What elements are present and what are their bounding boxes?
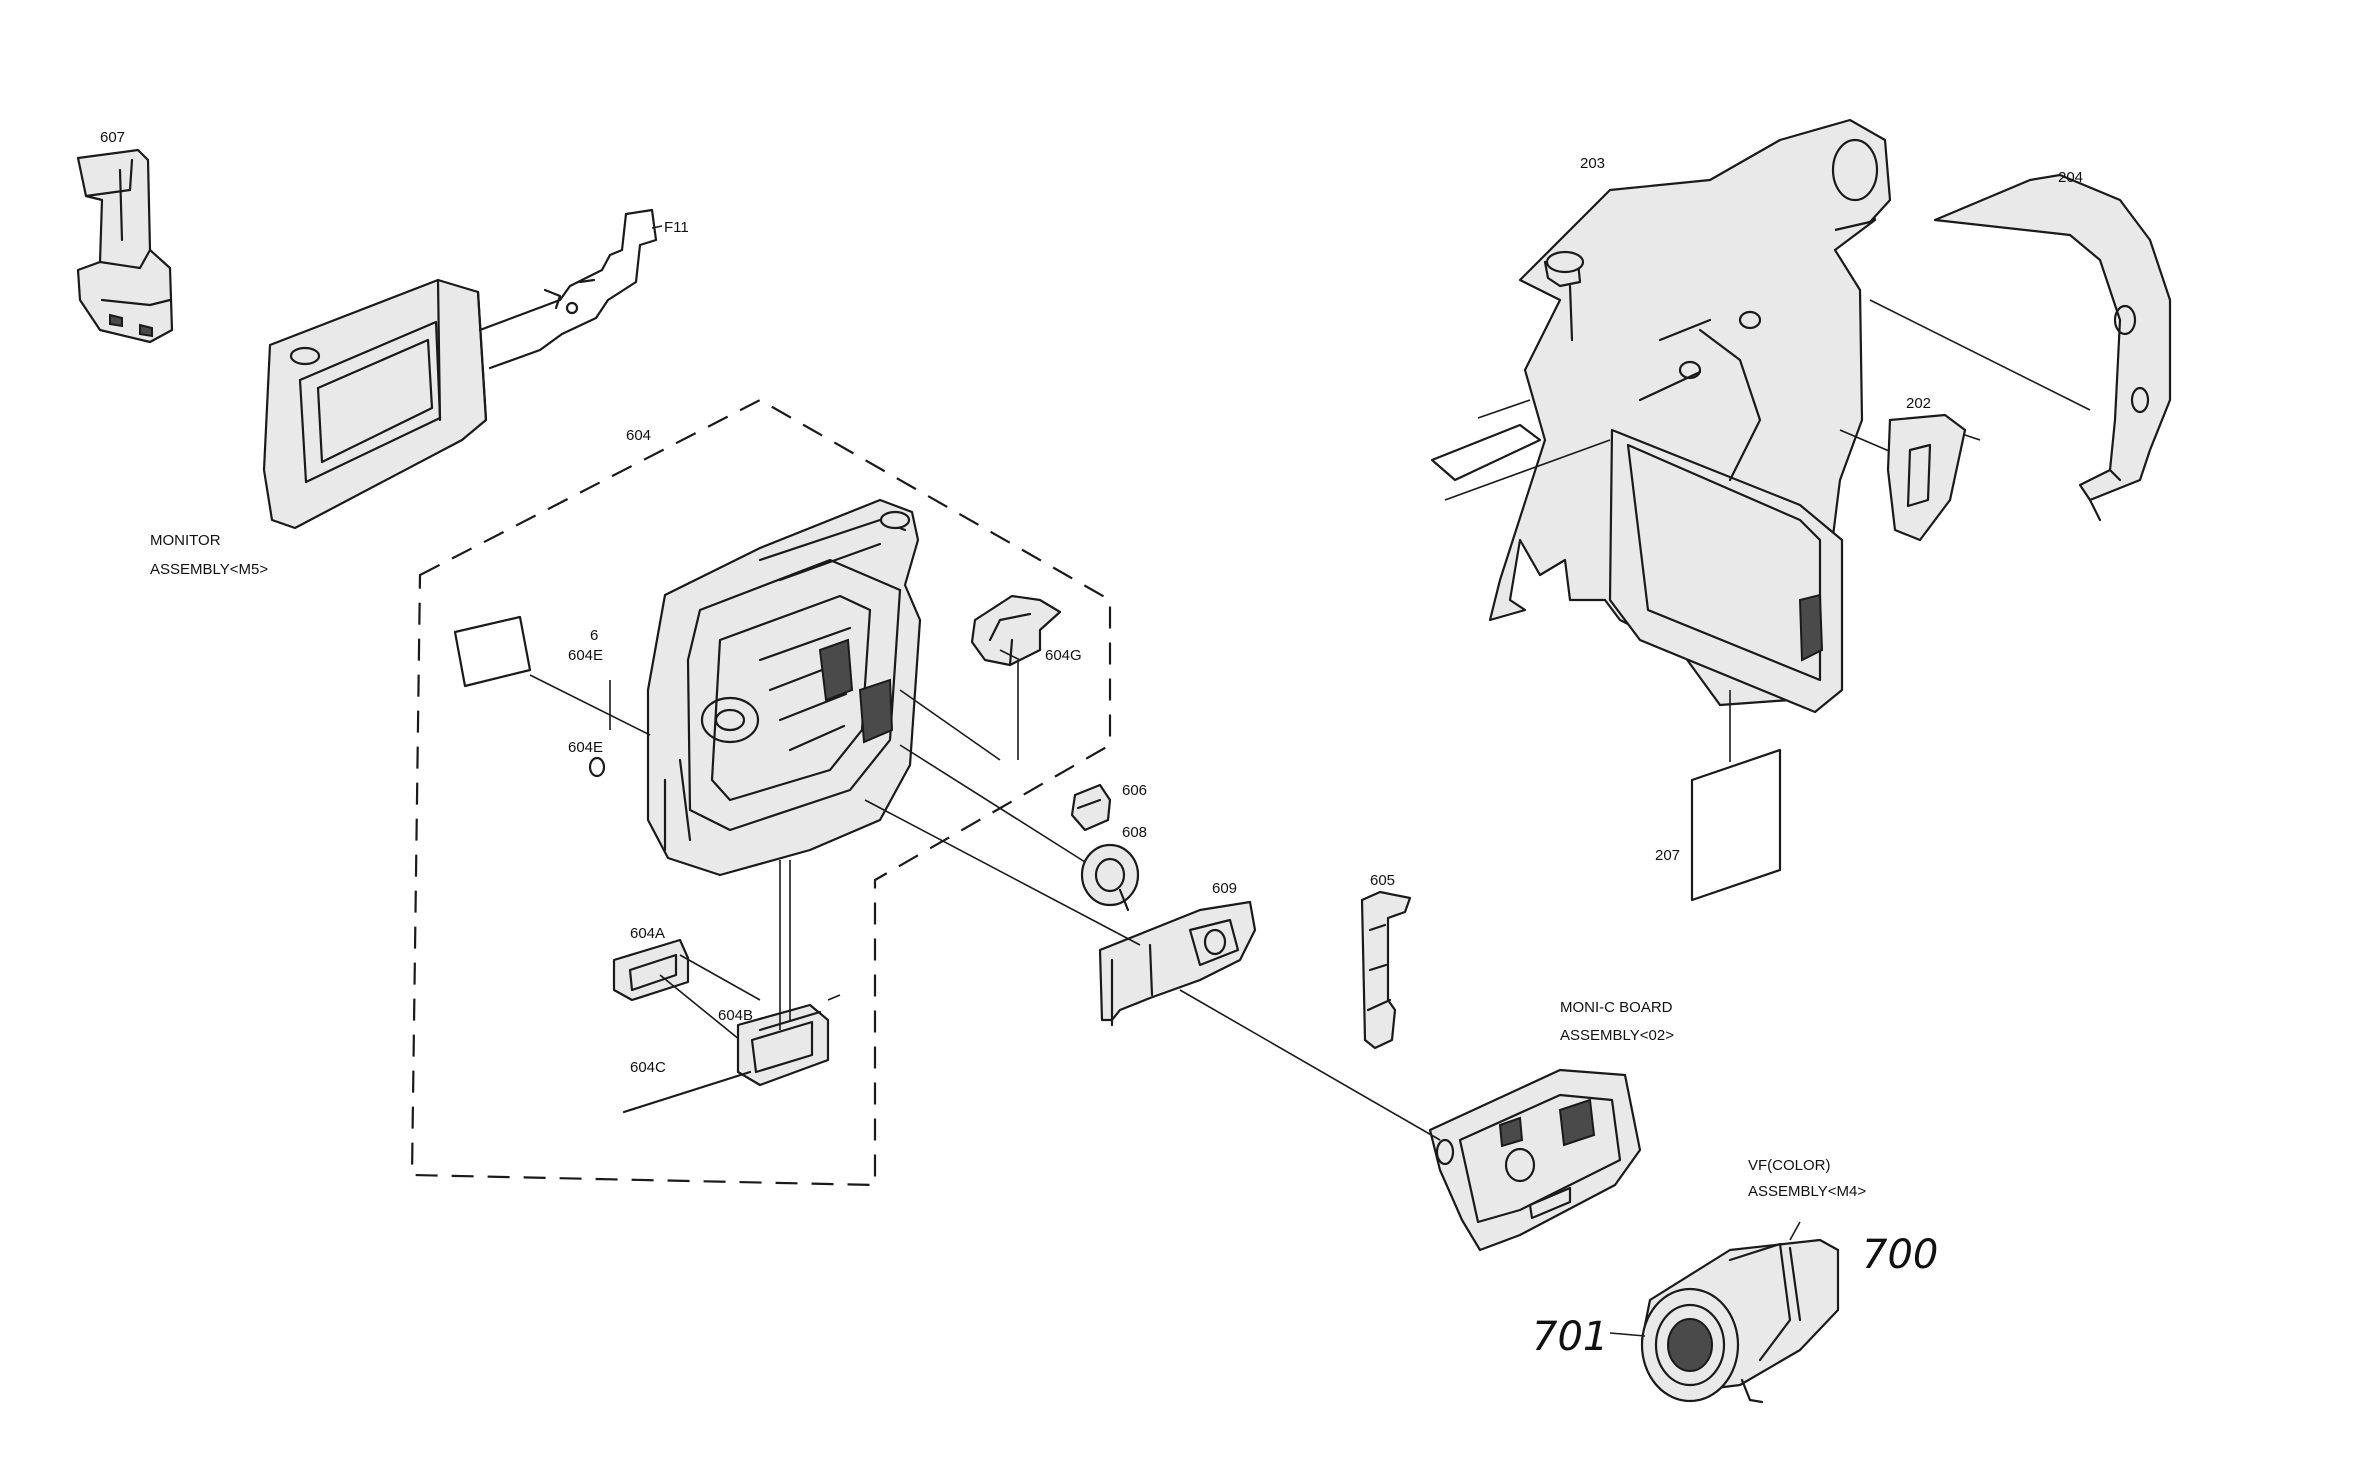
label-605: 605 [1370,872,1395,889]
callout-labels: 607 F11 MONITOR ASSEMBLY<M5> 604 6 604E … [100,129,2083,1360]
label-moni-c-1: MONI-C BOARD [1560,999,1673,1016]
label-609: 609 [1212,880,1237,897]
part-604a [612,938,690,1002]
part-604c-shaft [622,1070,752,1114]
monitor-assembly [262,208,658,530]
part-202-cover [1886,413,1967,542]
part-605-bracket [1360,890,1412,1050]
part-604g-bracket [970,594,1062,667]
label-202: 202 [1906,395,1931,412]
label-604g: 604G [1045,647,1082,664]
moni-c-board [1428,1068,1642,1252]
label-203: 203 [1580,155,1605,172]
assembly-604-outline [410,398,1112,1187]
part-604b [736,1003,830,1087]
camcorder-main-body [1488,118,1892,714]
label-608: 608 [1122,824,1147,841]
part-604-label-plate [453,615,532,688]
label-604: 604 [626,427,651,444]
label-vf-2: ASSEMBLY<M4> [1748,1183,1866,1200]
label-607: 607 [100,129,125,146]
part-609-bracket [1098,900,1257,1027]
label-monitor-2: ASSEMBLY<M5> [150,561,268,578]
label-204: 204 [2058,169,2083,186]
label-f11: F11 [664,219,689,236]
label-604e-a: 604E [568,647,603,664]
label-207: 207 [1655,847,1680,864]
part-604e-ring [588,756,606,778]
part-204-cover [1933,173,2172,522]
part-608-gear [1080,843,1140,912]
part-207-plate [1690,748,1782,902]
label-604e-b: 604E [568,739,603,756]
label-monitor-1: MONITOR [150,532,221,549]
handwritten-700: 700 [1862,1232,1938,1278]
vf-color-assembly [1640,1238,1840,1404]
part-606 [1070,783,1112,832]
part-604-chassis [646,498,922,877]
label-606: 606 [1122,782,1147,799]
handwritten-701: 701 [1532,1314,1608,1360]
label-604b: 604B [718,1007,753,1024]
label-604c: 604C [630,1059,666,1076]
label-frag-6: 6 [590,627,598,644]
label-vf-1: VF(COLOR) [1748,1157,1831,1174]
label-604a: 604A [630,925,665,942]
part-607-bracket [76,148,174,344]
label-moni-c-2: ASSEMBLY<02> [1560,1027,1674,1044]
